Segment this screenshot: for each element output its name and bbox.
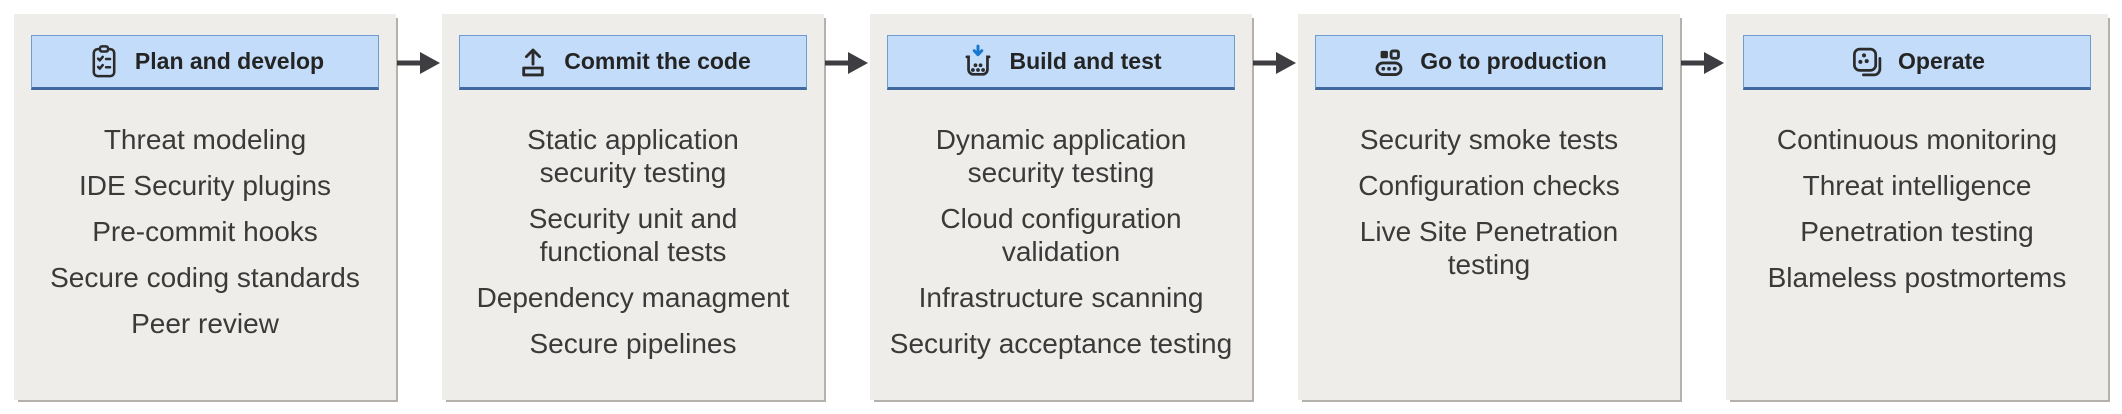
stage-item: Pre-commit hooks [31, 215, 379, 248]
stage-item: Continuous monitoring [1743, 123, 2091, 156]
stage-item-line: Pre-commit hooks [92, 216, 318, 247]
stage-item: Secure coding standards [31, 261, 379, 294]
upload-icon [515, 44, 551, 80]
stage-header-build-and-test: Build and test [887, 35, 1235, 90]
stage-item-line: Security acceptance testing [889, 328, 1233, 359]
stage-item: Dependency managment [459, 281, 807, 314]
right-arrow-icon [824, 48, 870, 78]
stage-item-line: Static application [527, 124, 739, 155]
stage-item-line: security testing [967, 157, 1155, 188]
stage-header-plan-and-develop: Plan and develop [31, 35, 379, 90]
stage-item-line: Security unit and [528, 203, 738, 234]
stage-item-line: validation [1001, 236, 1121, 267]
stage-item: Threat intelligence [1743, 169, 2091, 202]
stage-title: Commit the code [564, 48, 751, 74]
stage-title: Build and test [1009, 48, 1162, 74]
stage-item-line: Blameless postmortems [1767, 262, 2067, 293]
stage-item: Threat modeling [31, 123, 379, 156]
operate-icon [1849, 44, 1885, 80]
clipboard-checklist-icon [86, 44, 122, 80]
stage-item: Security smoke tests [1315, 123, 1663, 156]
stage-item: Security acceptance testing [887, 327, 1235, 360]
stage-item-line: Peer review [131, 308, 279, 339]
stage-item: Peer review [31, 307, 379, 340]
stage-item-line: Continuous monitoring [1776, 124, 2058, 155]
stage-item-line: Dynamic application [935, 124, 1187, 155]
stage-item: Secure pipelines [459, 327, 807, 360]
stage-item: Penetration testing [1743, 215, 2091, 248]
stage-item-line: Secure coding standards [50, 262, 360, 293]
stage-item-line: Threat modeling [103, 124, 307, 155]
stage-item-line: Security smoke tests [1359, 124, 1619, 155]
stage-item: Blameless postmortems [1743, 261, 2091, 294]
stage-header-go-to-production: Go to production [1315, 35, 1663, 90]
stage-item-line: testing [1447, 249, 1531, 280]
stage-header-commit-the-code: Commit the code [459, 35, 807, 90]
stage-item-line: Infrastructure scanning [918, 282, 1204, 313]
stage-item: Configuration checks [1315, 169, 1663, 202]
stage-item-line: Threat intelligence [1802, 170, 2032, 201]
stage-title: Go to production [1420, 48, 1607, 74]
right-arrow-icon [1680, 48, 1726, 78]
stage-item-line: security testing [539, 157, 727, 188]
stage-item-line: IDE Security plugins [78, 170, 332, 201]
stage-item-line: Secure pipelines [529, 328, 737, 359]
stage-item-line: Live Site Penetration [1359, 216, 1619, 247]
build-container-icon [960, 44, 996, 80]
stage-header-operate: Operate [1743, 35, 2091, 90]
stage-item-line: Cloud configuration [940, 203, 1182, 234]
stage-title: Plan and develop [134, 48, 325, 74]
right-arrow-icon [1252, 48, 1298, 78]
stage-title: Operate [1898, 48, 1985, 74]
stage-item-line: Dependency managment [476, 282, 790, 313]
right-arrow-icon [396, 48, 442, 78]
stage-item-line: Penetration testing [1800, 216, 2034, 247]
stage-item: Infrastructure scanning [887, 281, 1235, 314]
stage-item: IDE Security plugins [31, 169, 379, 202]
stage-item-line: Configuration checks [1358, 170, 1620, 201]
conveyor-icon [1371, 44, 1407, 80]
stage-item-line: functional tests [539, 236, 727, 267]
